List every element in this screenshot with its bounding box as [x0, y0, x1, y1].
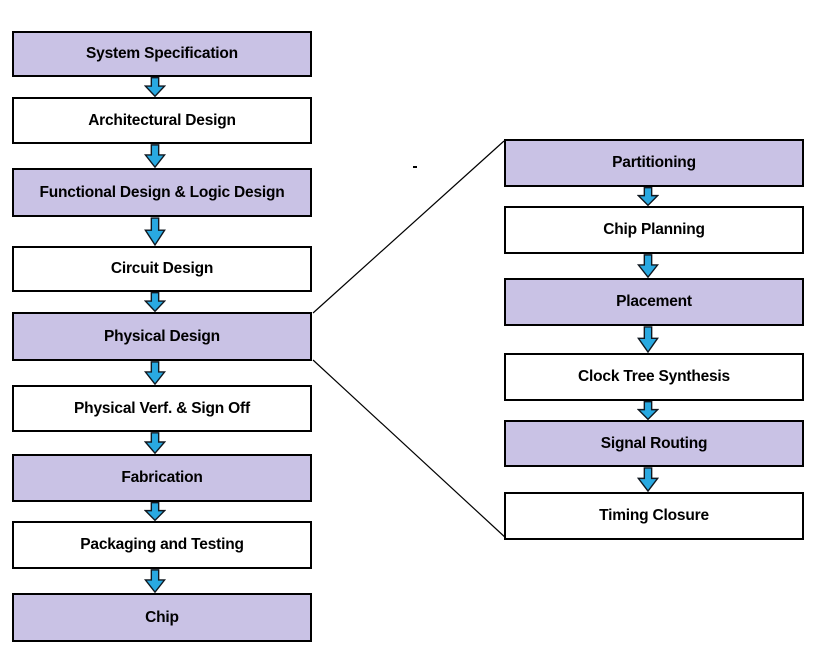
- down-arrow-icon: [637, 187, 659, 206]
- down-arrow-icon: [144, 502, 166, 521]
- flow-box-fabrication: Fabrication: [12, 454, 312, 502]
- down-arrow-icon: [144, 569, 166, 593]
- flow-box-system-specification: System Specification: [12, 31, 312, 77]
- down-arrow-icon: [144, 144, 166, 168]
- connector-line-lower: [312, 359, 508, 540]
- flow-box-placement: Placement: [504, 278, 804, 326]
- down-arrow-icon: [637, 401, 659, 420]
- connector-line-upper: [312, 140, 505, 314]
- down-arrow-icon: [637, 254, 659, 278]
- down-arrow-icon: [144, 432, 166, 454]
- flow-box-functional-logic-design: Functional Design & Logic Design: [12, 168, 312, 217]
- flow-box-signal-routing: Signal Routing: [504, 420, 804, 467]
- down-arrow-icon: [144, 361, 166, 385]
- down-arrow-icon: [637, 326, 659, 353]
- down-arrow-icon: [637, 467, 659, 492]
- stray-mark: [413, 166, 417, 168]
- flow-box-circuit-design: Circuit Design: [12, 246, 312, 292]
- flow-box-architectural-design: Architectural Design: [12, 97, 312, 144]
- flow-box-physical-verification-sign-off: Physical Verf. & Sign Off: [12, 385, 312, 432]
- flow-box-timing-closure: Timing Closure: [504, 492, 804, 540]
- flow-box-chip-planning: Chip Planning: [504, 206, 804, 254]
- flow-box-clock-tree-synthesis: Clock Tree Synthesis: [504, 353, 804, 401]
- flow-box-physical-design: Physical Design: [12, 312, 312, 361]
- flow-box-partitioning: Partitioning: [504, 139, 804, 187]
- down-arrow-icon: [144, 292, 166, 312]
- down-arrow-icon: [144, 77, 166, 97]
- down-arrow-icon: [144, 217, 166, 246]
- flow-box-packaging-and-testing: Packaging and Testing: [12, 521, 312, 569]
- flow-box-chip: Chip: [12, 593, 312, 642]
